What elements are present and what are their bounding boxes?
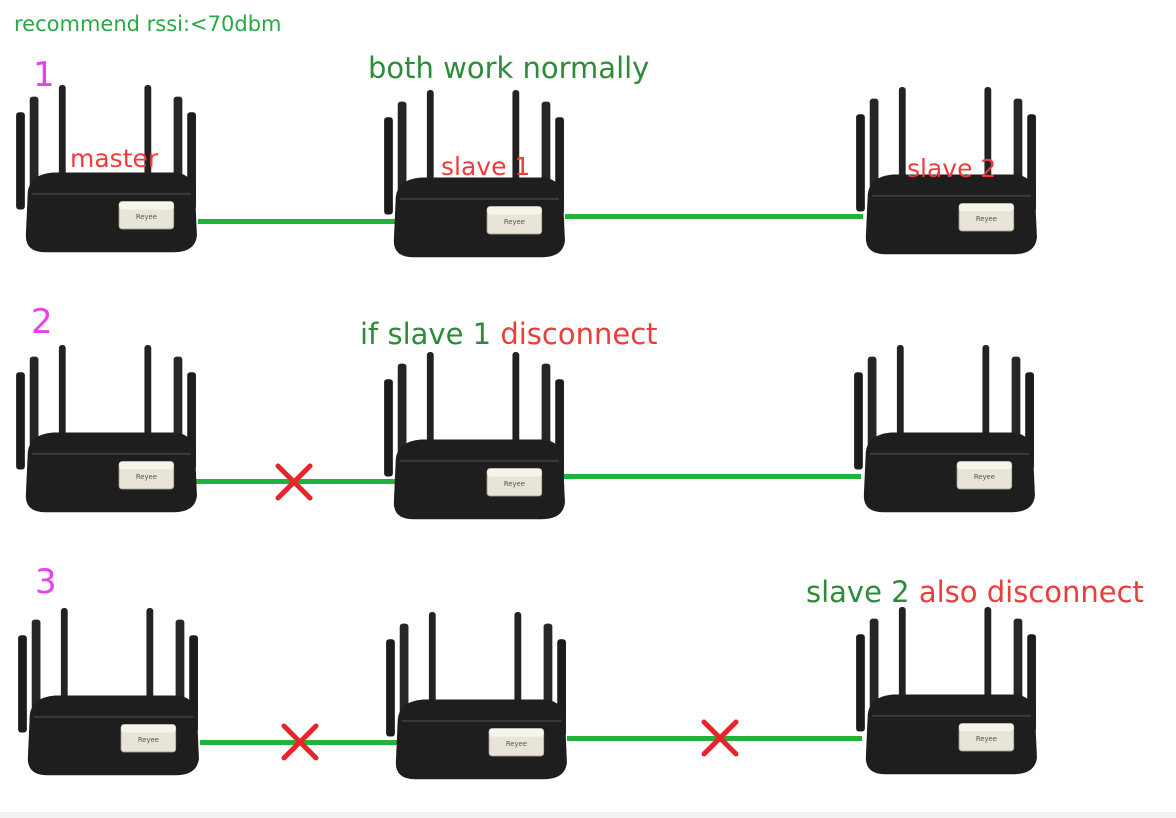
- cross-icon: [278, 720, 322, 764]
- router-label-slave-1: slave 1: [441, 152, 531, 181]
- bottom-border: [0, 812, 1176, 818]
- scenario-1-caption: both work normally: [368, 51, 650, 85]
- step-number-1: 1: [33, 55, 55, 95]
- router-label-slave-2: slave 2: [907, 154, 997, 183]
- scenario-3-caption: slave 2 also disconnect: [806, 578, 1144, 607]
- router-icon: [380, 612, 575, 787]
- link-slave1-slave2: [567, 736, 862, 741]
- step-number-3: 3: [35, 562, 57, 602]
- link-slave1-slave2: [565, 214, 863, 219]
- router-icon: [848, 345, 1043, 520]
- caption-node: slave 1: [387, 317, 492, 351]
- caption-node: slave 2: [806, 575, 910, 609]
- router-icon: [12, 608, 207, 783]
- router-icon: [378, 352, 573, 527]
- step-number-2: 2: [31, 302, 53, 342]
- caption-if: if: [360, 317, 379, 351]
- link-slave1-slave2: [563, 474, 861, 479]
- caption-status: also disconnect: [918, 575, 1144, 609]
- caption-status: disconnect: [500, 317, 658, 351]
- cross-icon: [272, 460, 316, 504]
- router-icon: [10, 345, 205, 520]
- link-master-slave1: [198, 219, 398, 224]
- router-label-master: master: [70, 144, 159, 173]
- router-icon: [850, 607, 1045, 782]
- rssi-recommendation: recommend rssi:<70dbm: [14, 12, 282, 36]
- cross-icon: [698, 716, 742, 760]
- scenario-2-caption: if slave 1 disconnect: [360, 320, 658, 349]
